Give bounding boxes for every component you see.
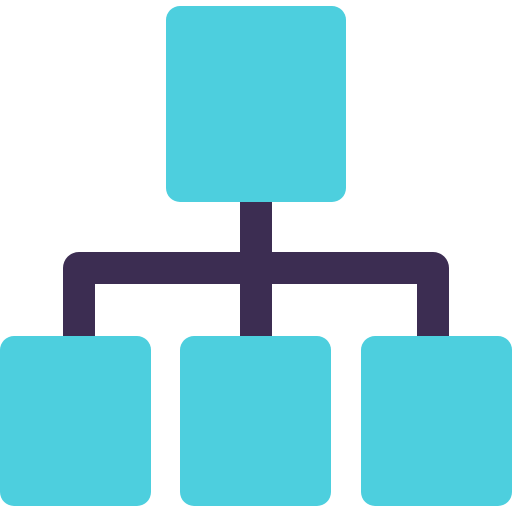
child-box-left: [0, 336, 151, 506]
child-box-center: [180, 336, 331, 506]
child-box-right: [361, 336, 512, 506]
connector-lines: [63, 200, 449, 340]
root-box: [166, 6, 346, 202]
node-boxes: [0, 6, 512, 506]
